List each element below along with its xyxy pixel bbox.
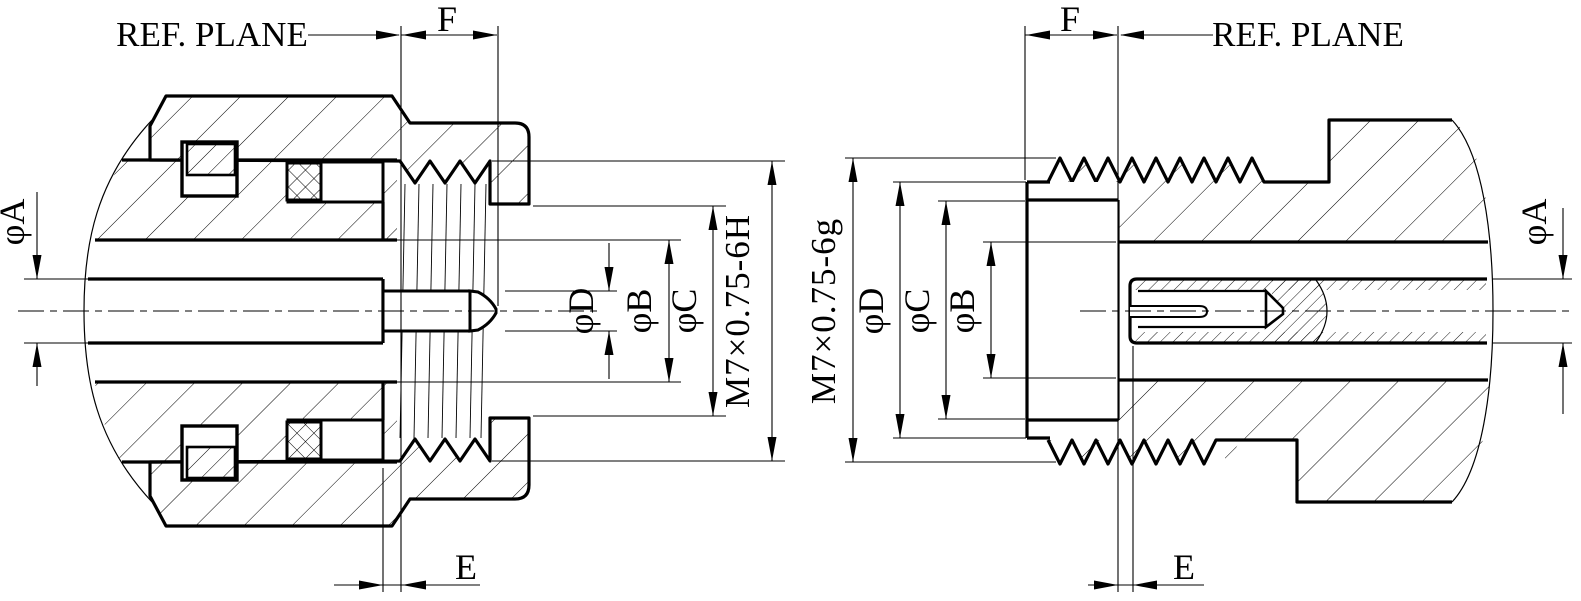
left-ref-plane-label: REF. PLANE [116,15,308,54]
right-lower-body-outline [1046,438,1452,504]
right-dimensions [845,26,1572,592]
left-upper-shell-outline [148,94,531,206]
left-phi-d-label: φD [561,288,601,335]
left-labels: REF. PLANE F E φA φD φB φC M7×0.75-6H [0,0,757,587]
right-phi-b-label: φB [942,289,982,334]
right-dielectric-hatch [1272,280,1327,342]
right-upper-body-hatch [1048,120,1490,242]
right-upper-body-outline [1046,118,1452,184]
right-arrowheads [848,30,1568,590]
right-lower-body-hatch [1048,380,1490,502]
left-view-male-connector: REF. PLANE F E φA φD φB φC M7×0.75-6H [0,0,785,592]
right-view-female-connector: F REF. PLANE E M7×0.75-6g φD φC φB φA [804,0,1574,592]
right-ref-plane-label: REF. PLANE [1212,15,1404,54]
right-extension-lines [845,26,1572,592]
left-dim-e-label: E [455,547,477,587]
right-dim-e-label: E [1173,547,1195,587]
right-phi-a-label: φA [1514,199,1554,246]
left-lower-gasket-hatch [285,420,323,461]
right-collar-edges [1025,180,1118,440]
left-arrowheads [32,30,777,590]
right-socket-cone [1264,287,1285,330]
left-dim-f-label: F [437,0,457,39]
right-labels: F REF. PLANE E M7×0.75-6g φD φC φB φA [804,0,1554,587]
left-phi-a-label: φA [0,199,32,246]
right-phi-c-label: φC [897,289,937,334]
right-socket-bore-lines [1138,289,1266,329]
right-dim-f-label: F [1060,0,1080,39]
left-body-section [18,94,600,528]
left-upper-crimp-square [180,140,239,198]
left-lower-crimp-square [180,424,239,482]
left-band-edges [95,158,397,464]
left-thread-spec-label: M7×0.75-6H [718,214,757,408]
right-body-section [1025,118,1574,504]
left-extension-lines [24,26,785,592]
left-lower-shell-outline [148,416,531,528]
left-phi-b-label: φB [619,289,659,334]
left-dimensions [24,26,785,592]
right-front-collar [1027,182,1118,438]
right-phi-d-label: φD [851,288,891,335]
left-upper-gasket-hatch [285,161,323,202]
right-thread-spec-label: M7×0.75-6g [804,218,843,404]
left-phi-c-label: φC [664,289,704,334]
